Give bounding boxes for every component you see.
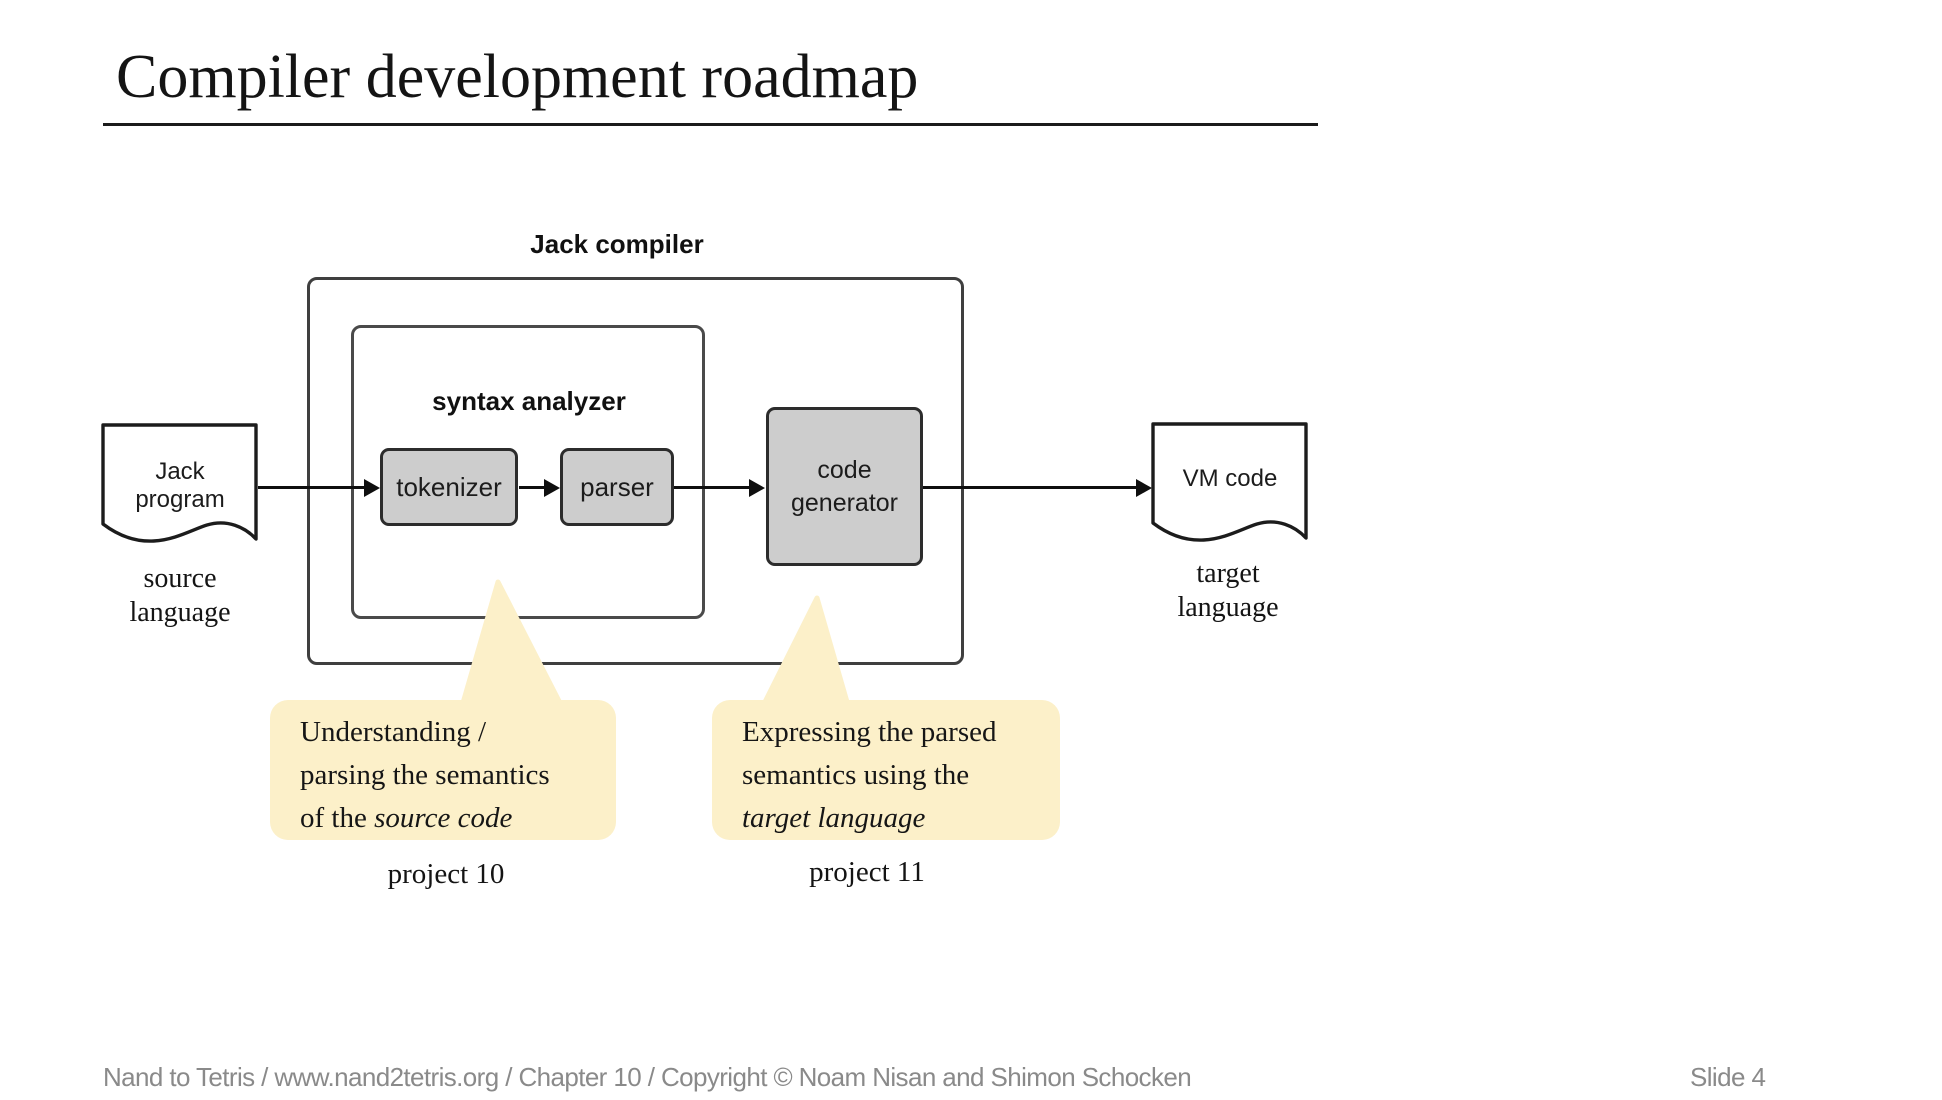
code-generator-label: code generator	[790, 455, 899, 517]
tokenizer-label: tokenizer	[396, 471, 502, 502]
callout-left-italic-text: source code	[374, 802, 513, 834]
callout-right-italic-text: target language	[742, 802, 926, 834]
arrow-parser-to-code-generator	[674, 478, 765, 497]
slide-number: Slide 4	[1690, 1062, 1766, 1092]
callout-left-tail	[460, 579, 563, 706]
syntax-analyzer-label: syntax analyzer	[432, 386, 626, 416]
tokenizer-box: tokenizer	[380, 448, 518, 526]
target-language-caption: target language	[1177, 558, 1279, 623]
target-document-label: VM code	[1182, 465, 1278, 492]
parser-box: parser	[560, 448, 674, 526]
callout-right-tail	[762, 595, 850, 705]
callout-left-plain-text: Understanding / parsing the semantics of…	[300, 716, 550, 834]
arrow-tokenizer-to-parser	[519, 478, 560, 497]
project-11-label: project 11	[809, 856, 925, 888]
callout-right-plain-text: Expressing the parsed semantics using th…	[742, 716, 997, 791]
callout-left: Understanding / parsing the semantics of…	[270, 700, 616, 840]
target-document-icon	[1151, 422, 1308, 542]
source-language-caption: source language	[129, 563, 231, 628]
jack-compiler-label: Jack compiler	[530, 229, 704, 259]
callout-right: Expressing the parsed semantics using th…	[712, 700, 1060, 840]
code-generator-box: code generator	[766, 407, 923, 566]
title-underline	[103, 123, 1318, 126]
callout-left-text: Understanding / parsing the semantics of…	[270, 700, 616, 840]
footer-attribution: Nand to Tetris / www.nand2tetris.org / C…	[103, 1062, 1192, 1092]
jack-compiler-box	[307, 277, 964, 665]
arrow-code-generator-to-target	[923, 478, 1152, 497]
callout-right-text: Expressing the parsed semantics using th…	[712, 700, 1060, 840]
page-title: Compiler development roadmap	[116, 43, 919, 111]
syntax-analyzer-box	[351, 325, 705, 619]
source-document-label: Jack program	[135, 458, 225, 513]
arrow-source-to-tokenizer	[258, 478, 380, 497]
parser-label: parser	[580, 471, 654, 502]
source-document-icon	[101, 423, 258, 543]
project-10-label: project 10	[387, 858, 505, 890]
